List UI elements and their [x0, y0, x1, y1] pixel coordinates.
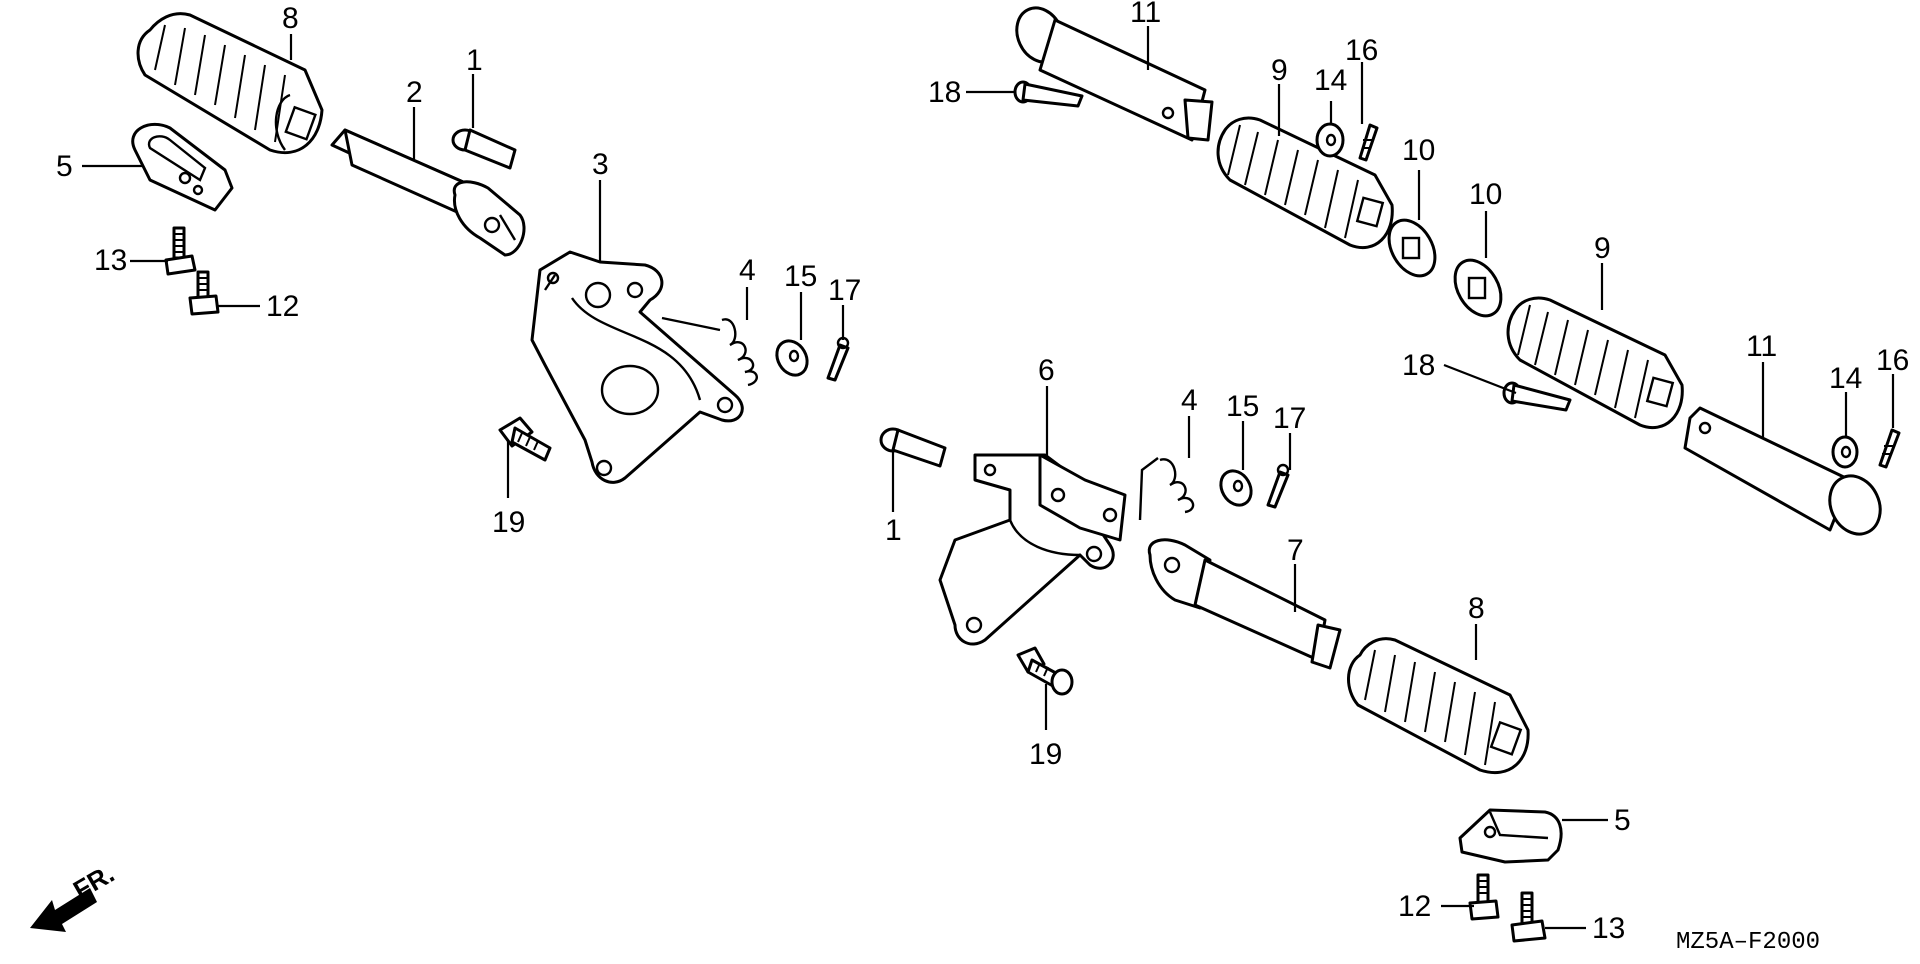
- callout-label: 18: [928, 76, 961, 109]
- bolt-13-lower: [1510, 891, 1547, 943]
- bolt-19-left: [498, 416, 552, 462]
- footpeg-shaft-left: [330, 128, 526, 257]
- heel-guard-lower-right: [1458, 808, 1563, 864]
- cotter-pin-16-lower: [1878, 428, 1901, 469]
- clevis-pin-upper-left: [451, 128, 517, 170]
- callout-label: 10: [1402, 134, 1435, 167]
- callout-label: 8: [282, 2, 299, 35]
- callout-labels: 8 5 13 12 2 1 3 4 15 17 19 11 18 9 14 16…: [56, 0, 1909, 945]
- callout-label: 3: [592, 148, 609, 181]
- callout-label: 10: [1469, 178, 1502, 211]
- callout-label: 13: [94, 244, 127, 277]
- callout-label: 17: [1273, 402, 1306, 435]
- callout-label: 7: [1287, 534, 1304, 567]
- pin-18-upper: [1013, 80, 1084, 108]
- callout-label: 5: [56, 150, 73, 183]
- bolt-13-upper-left: [164, 226, 197, 276]
- plate-10-lower: [1453, 258, 1503, 318]
- callout-label: 11: [1130, 0, 1161, 29]
- footpeg-shaft-right: [1147, 538, 1342, 670]
- callout-label: 9: [1594, 232, 1611, 265]
- callout-label: 15: [1226, 390, 1259, 423]
- cotter-pin-17-lower: [1266, 463, 1290, 509]
- callout-label: 16: [1876, 344, 1909, 377]
- pin-18-lower: [1502, 381, 1572, 412]
- callout-label: 6: [1038, 354, 1055, 387]
- callout-label: 14: [1829, 362, 1862, 395]
- plate-10-upper: [1387, 218, 1437, 278]
- callout-label: 19: [1029, 738, 1062, 771]
- callout-label: 8: [1468, 592, 1485, 625]
- callout-label: 13: [1592, 912, 1625, 945]
- return-spring-lower: [1138, 457, 1195, 521]
- return-spring-upper: [661, 316, 758, 387]
- callout-label: 2: [406, 76, 423, 109]
- bolt-12-upper-left: [188, 270, 220, 316]
- callout-label: 16: [1345, 34, 1378, 67]
- bolt-19-right: [1016, 646, 1074, 696]
- pivot-shaft-lower: [1683, 406, 1882, 536]
- callout-label: 9: [1271, 54, 1288, 87]
- callout-label: 12: [1398, 890, 1431, 923]
- heel-guard-upper-left: [131, 122, 234, 212]
- clevis-pin-lower: [879, 427, 947, 468]
- washer-14-upper: [1315, 122, 1345, 158]
- front-direction-arrow: FR.: [30, 858, 119, 932]
- callout-label: 12: [266, 290, 299, 323]
- footpeg-rubber-9-upper: [1216, 116, 1394, 250]
- footpeg-bracket-right: [938, 453, 1127, 646]
- footpeg-rubber-upper-left: [136, 12, 324, 155]
- bolt-12-lower: [1468, 873, 1500, 921]
- footpeg-bracket-left: [530, 250, 744, 484]
- callout-label: 1: [466, 44, 483, 77]
- callout-label: 18: [1402, 349, 1435, 382]
- footpeg-rubber-lower-right: [1347, 637, 1530, 775]
- callout-label: 15: [784, 260, 817, 293]
- diagram-code: MZ5A–F2000: [1676, 929, 1820, 956]
- footpeg-rubber-9-lower: [1506, 296, 1684, 430]
- callout-label: 4: [1181, 384, 1198, 417]
- callout-label: 4: [739, 254, 756, 287]
- callout-label: 5: [1614, 804, 1631, 837]
- washer-14-lower: [1831, 435, 1859, 469]
- callout-label: 17: [828, 274, 861, 307]
- callout-label: 11: [1746, 330, 1777, 363]
- cotter-pin-17-upper: [826, 336, 850, 382]
- cotter-pin-16-upper: [1358, 123, 1379, 162]
- callout-label: 1: [885, 514, 902, 547]
- callout-label: 14: [1314, 64, 1347, 97]
- leader-lines: [82, 26, 1895, 930]
- pivot-shaft-upper: [1015, 6, 1214, 142]
- callout-label: 19: [492, 506, 525, 539]
- washer-15-upper: [775, 339, 809, 377]
- washer-15-lower: [1219, 469, 1253, 507]
